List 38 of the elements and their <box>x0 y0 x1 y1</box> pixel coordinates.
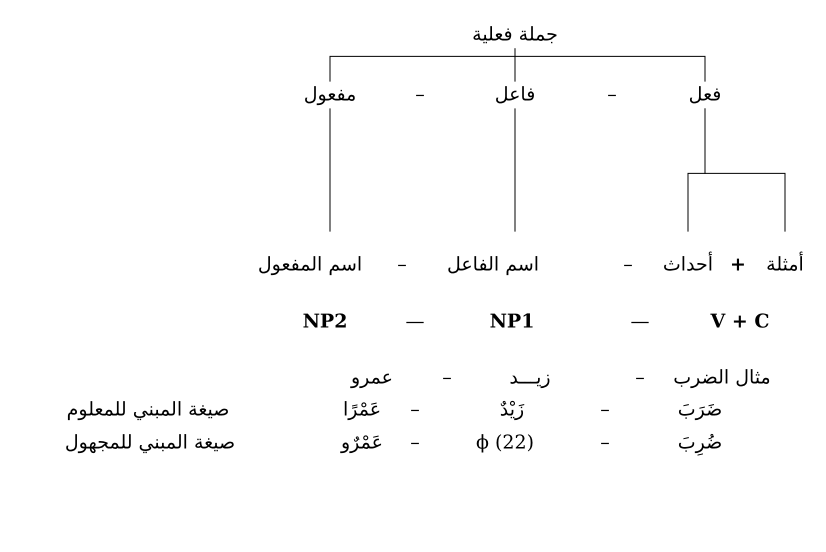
tree-label: مفعول <box>304 84 356 106</box>
text-label: زيـــد <box>508 366 552 391</box>
text-label: NP1 <box>488 310 536 335</box>
tree-label: فاعل <box>494 84 536 106</box>
text-label: عمرو <box>349 366 394 391</box>
tree-label: أمثلة <box>766 254 804 276</box>
separator-sign: + <box>729 252 747 278</box>
separator-sign: – <box>396 252 408 278</box>
text-label: صيغة المبني للمجهول <box>64 430 236 456</box>
tree-line <box>330 48 516 82</box>
text-label: عَمْرٌو <box>339 430 384 456</box>
text-label: زَيْدٌ <box>498 398 526 423</box>
text-label: مثال الضرب <box>672 366 772 391</box>
tree-label: أحداث <box>662 254 714 276</box>
separator-sign: — <box>404 310 426 335</box>
separator-sign: – <box>441 366 453 391</box>
separator-sign: – <box>409 398 421 423</box>
tree-label: اسم الفاعل <box>446 254 540 276</box>
tree-label: فعل <box>688 84 722 106</box>
text-label: ضُرِبَ <box>676 430 724 456</box>
text-label: ضَرَبَ <box>676 398 724 423</box>
separator-sign: – <box>606 82 618 108</box>
text-label: V + C <box>709 310 770 335</box>
tree-line <box>514 108 516 232</box>
tree-label: اسم المفعول <box>258 254 362 276</box>
tree-line <box>688 108 706 232</box>
text-label: صيغة المبني للمعلوم <box>66 398 230 423</box>
text-label: NP2 <box>302 310 348 335</box>
separator-sign: – <box>599 430 611 456</box>
separator-sign: — <box>630 310 650 335</box>
text-label: ϕ (22) <box>475 430 535 456</box>
separator-sign: – <box>414 82 426 108</box>
separator-sign: – <box>409 430 421 456</box>
separator-sign: – <box>599 398 611 423</box>
separator-sign: – <box>634 366 646 391</box>
separator-sign: – <box>622 252 634 278</box>
tree-label: جملة فعلية <box>472 24 558 46</box>
text-label: عَمْرًا <box>342 398 382 423</box>
